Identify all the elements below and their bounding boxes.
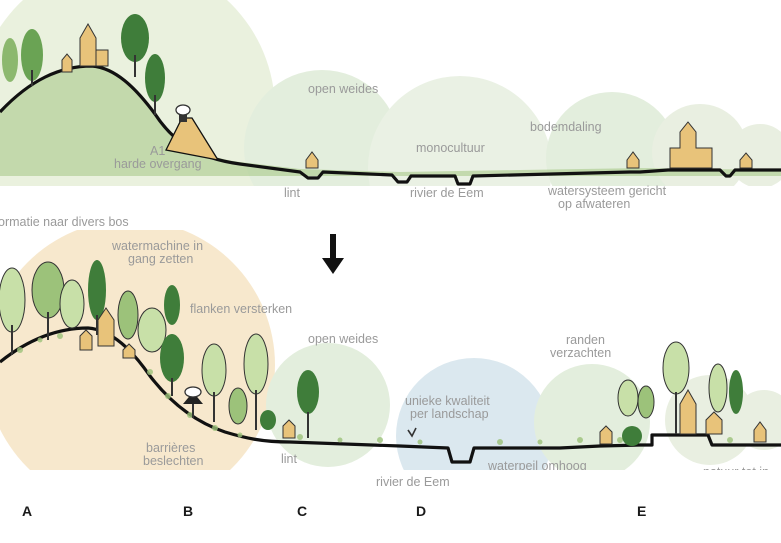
label-monoculture: monocultuur [416, 141, 485, 155]
heron-icon [407, 427, 417, 438]
label-nature-1: natuur tot in [703, 465, 769, 479]
label-open-meadows-top: open weides [308, 82, 378, 96]
top-section: A1 harde overgang open weides monocultuu… [0, 0, 781, 186]
arrow-down-icon [322, 234, 344, 274]
label-nature-2: de dorpen en steden [680, 479, 781, 493]
label-water-machine-1: watermachine in [111, 239, 203, 253]
houses-top [61, 22, 753, 169]
label-water-system-1: watersysteem gericht [547, 184, 667, 198]
trees-top-hill [2, 14, 165, 115]
halo-open-weides-top [244, 70, 400, 186]
marker-c: C [297, 503, 307, 519]
houses-bottom [79, 307, 767, 445]
label-water-system-2: op afwateren [558, 197, 630, 211]
label-a1: A1 [150, 144, 165, 158]
label-ribbon-bottom: lint [281, 452, 298, 466]
marker-b: B [183, 503, 193, 519]
trees-bottom [0, 260, 743, 446]
water-tower-bottom-icon [183, 386, 203, 418]
label-transition-note: ormatie naar divers bos [0, 215, 129, 229]
marker-e: E [637, 503, 646, 519]
dike-top [165, 117, 220, 161]
halo-monoculture-top [368, 76, 552, 186]
halo-open-weides-bottom [266, 343, 390, 467]
halo-unique-quality [396, 358, 552, 470]
label-ribbon-top: lint [284, 186, 301, 200]
marker-d: D [416, 503, 426, 519]
section-markers: A B C D E [22, 503, 646, 519]
label-unique-quality-2: per landschap [410, 407, 489, 421]
marker-a: A [22, 503, 32, 519]
label-strengthen-flanks: flanken versterken [190, 302, 292, 316]
label-subsidence: bodemdaling [530, 120, 602, 134]
label-unique-quality-1: unieke kwaliteit [405, 394, 490, 408]
label-water-level: waterpeil omhoog [487, 459, 587, 473]
label-hard-transition: harde overgang [114, 157, 202, 171]
halo-edge-bottom [734, 390, 781, 450]
label-open-meadows-bottom: open weides [308, 332, 378, 346]
label-river-top: rivier de Eem [410, 186, 484, 200]
label-remove-barriers-2: beslechten [143, 454, 204, 468]
label-remove-barriers-1: barrières [146, 441, 195, 455]
label-water-machine-2: gang zetten [128, 252, 193, 266]
label-soften-edges-1: randen [566, 333, 605, 347]
grass-strip-top [0, 64, 781, 176]
label-soften-edges-2: verzachten [550, 346, 611, 360]
water-tower-icon [175, 104, 191, 122]
bottom-section: watermachine in gang zetten flanken vers… [0, 230, 781, 493]
label-river-bottom: rivier de Eem [376, 475, 450, 489]
ground-line-bottom [0, 326, 781, 464]
halo-subsidence-top [546, 92, 678, 186]
